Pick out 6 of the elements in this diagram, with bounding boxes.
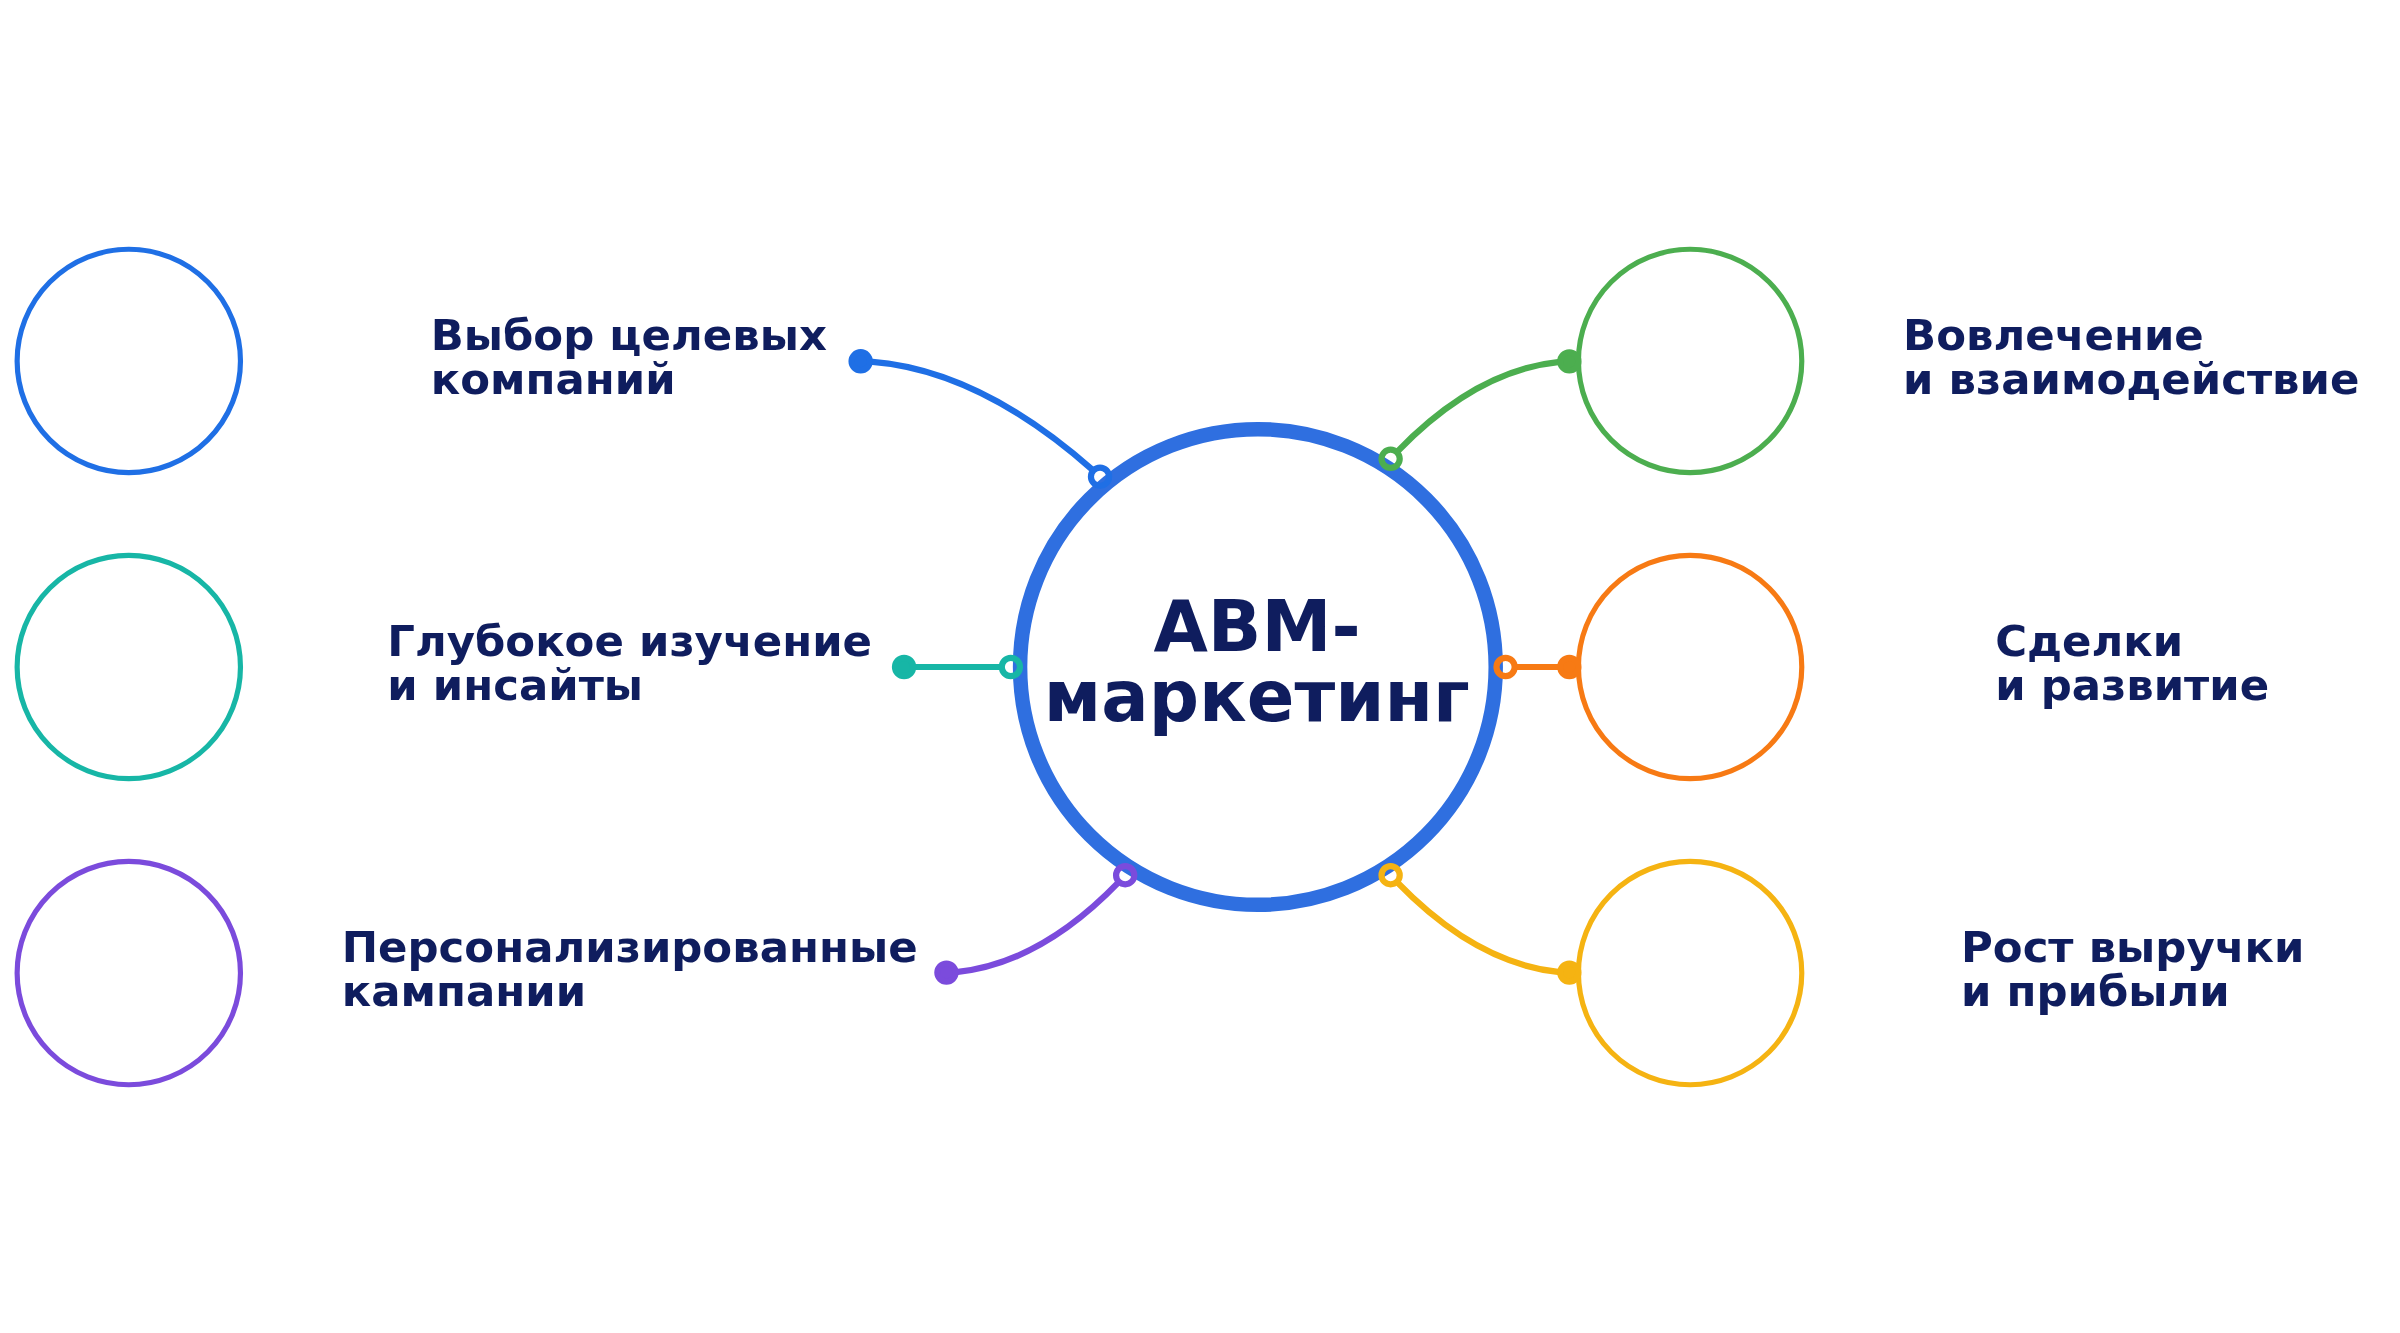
node-text: Вовлечение и взаимодействие	[1903, 309, 2360, 404]
node-text: Персонализированные кампании	[341, 921, 918, 1016]
node-text: Выбор целевых компаний	[430, 309, 827, 404]
node-text: Сделки и развитие	[1995, 615, 2270, 710]
node-text: Глубокое изучение и инсайты	[387, 615, 873, 710]
node-text: Рост выручки и прибыли	[1961, 921, 2305, 1016]
